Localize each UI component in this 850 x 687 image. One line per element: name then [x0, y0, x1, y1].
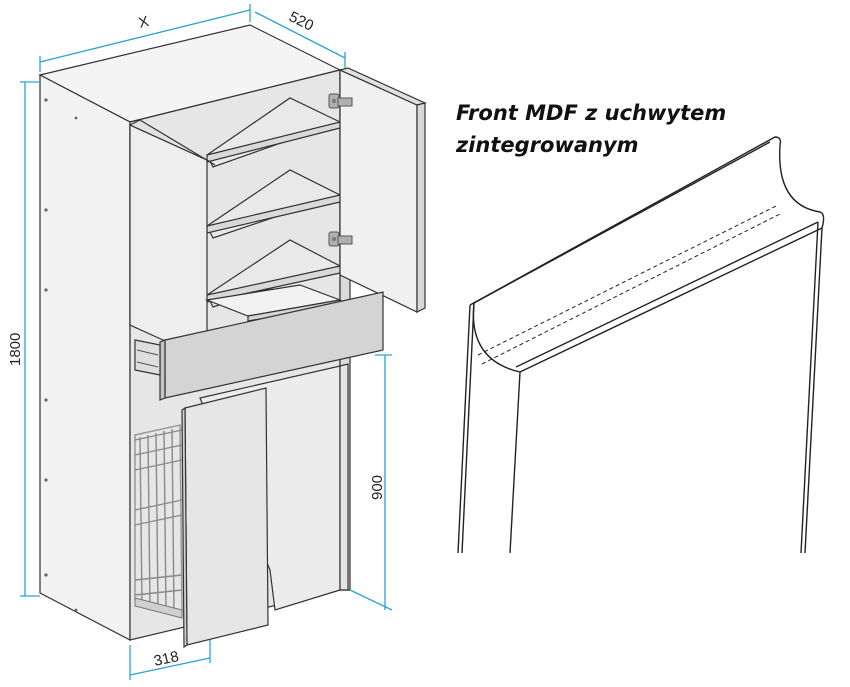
dimension-lower-height: 900: [349, 354, 393, 611]
upper-left-door: [128, 119, 216, 361]
drawer: [134, 284, 384, 401]
lower-door: [181, 387, 269, 649]
dimension-basket-width-label: 318: [152, 648, 180, 670]
caption-line-2: zintegrowanym: [456, 133, 639, 157]
side-panel-holes: [44, 98, 78, 612]
lower-divider-panel: [339, 363, 349, 591]
dimension-width-label: X: [137, 13, 151, 32]
dimension-lower-height-label: 900: [369, 475, 386, 500]
hinge-top: [328, 93, 353, 109]
basket-wires: [134, 428, 183, 612]
hinge-bottom: [328, 231, 353, 247]
upper-right-door: [338, 67, 427, 313]
dimension-width: X: [39, 4, 251, 72]
upper-shelves: [206, 97, 342, 308]
basket-base: [134, 597, 183, 619]
pull-out-basket: [134, 424, 183, 619]
mdf-front-caption: Front MDF z uchwytem zintegrowanym: [456, 97, 726, 161]
caption-line-1: Front MDF z uchwytem: [456, 101, 727, 125]
dimension-height: 1800: [7, 81, 40, 597]
cabinet-left-side-panel: [39, 74, 131, 641]
dimension-height-label: 1800: [7, 333, 24, 366]
drawer-slide: [134, 339, 161, 376]
mdf-front-handle-detail: [457, 136, 825, 554]
dimension-basket-width: 318: [129, 640, 211, 680]
